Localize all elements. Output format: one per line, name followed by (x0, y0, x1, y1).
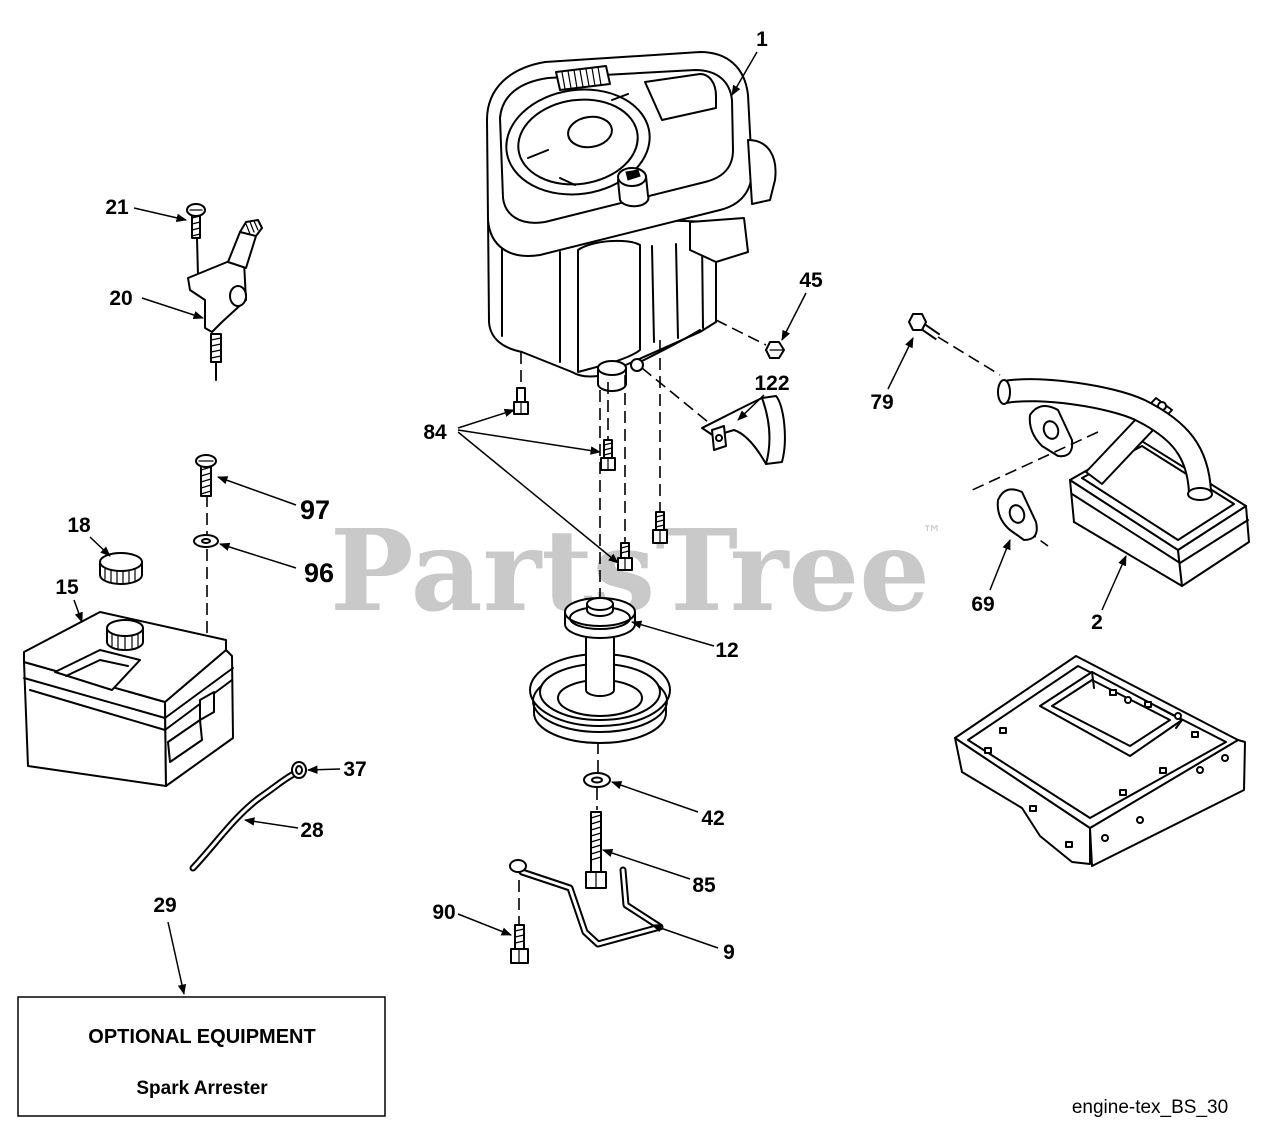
callout-84: 84 (423, 421, 447, 444)
callout-29: 29 (153, 894, 176, 917)
bolt-84b (600, 439, 616, 471)
throttle-control (187, 219, 263, 381)
callout-97: 97 (300, 495, 330, 525)
callout-12: 12 (715, 639, 738, 662)
leader-20 (141, 297, 204, 320)
leader-84c (457, 431, 619, 564)
bolt-84d (617, 542, 633, 571)
bracket-122 (701, 395, 786, 465)
callout-96: 96 (304, 558, 334, 588)
leader-84a (457, 408, 515, 429)
leader-69 (989, 539, 1011, 591)
callout-37: 37 (343, 758, 366, 781)
callout-20: 20 (109, 287, 132, 310)
leader-18 (89, 536, 111, 557)
nut-45 (765, 341, 785, 359)
callout-1: 1 (756, 28, 768, 51)
leader-85 (602, 849, 691, 880)
callout-15: 15 (55, 576, 79, 599)
callout-18: 18 (67, 514, 91, 537)
dashed-nut-45 (715, 319, 767, 346)
optional-equipment-box (17, 996, 386, 1117)
muffler (997, 378, 1250, 587)
callout-69: 69 (971, 593, 994, 616)
leader-122 (737, 394, 765, 421)
leader-84b (457, 429, 602, 455)
leader-90 (457, 913, 512, 936)
leader-97 (217, 476, 297, 506)
engine-mount-plate (954, 655, 1246, 867)
engine (486, 51, 777, 392)
leader-79 (887, 337, 914, 390)
washer-96 (193, 534, 219, 548)
dashed-gasket-upper (967, 431, 1099, 493)
washer-42 (583, 772, 611, 788)
dashed-bracket-122 (641, 367, 709, 423)
callout-122: 122 (754, 372, 789, 395)
callout-42: 42 (701, 807, 724, 830)
watermark-trademark: ™ (922, 521, 942, 545)
leader-29 (167, 921, 187, 996)
gasket-69 (996, 488, 1038, 541)
callout-45: 45 (799, 269, 823, 292)
leader-12 (630, 620, 715, 647)
leader-9 (651, 924, 719, 949)
throttle-screw (186, 203, 206, 239)
leader-21 (133, 207, 188, 222)
leader-28 (243, 817, 299, 829)
leader-15 (73, 599, 83, 623)
leader-45 (781, 292, 807, 341)
leader-42 (611, 781, 699, 813)
dashed-bolt-79-muffler (937, 336, 1001, 376)
callout-28: 28 (300, 819, 324, 842)
diagram-id: engine-tex_BS_30 (1072, 1097, 1228, 1118)
bolt-85 (585, 811, 607, 889)
leader-1 (731, 51, 758, 96)
callout-21: 21 (105, 196, 129, 219)
bolt-79 (908, 313, 941, 341)
screw-97 (195, 454, 217, 497)
bolt-84c (652, 511, 668, 544)
callout-79: 79 (870, 391, 893, 414)
callout-2: 2 (1091, 611, 1103, 634)
optional-equipment-item: Spark Arrester (136, 1078, 268, 1099)
bolt-84a (513, 387, 529, 415)
leader-96 (218, 542, 297, 569)
callout-85: 85 (692, 874, 716, 897)
engine-pulley (529, 597, 671, 744)
bolt-90 (510, 924, 529, 964)
hose-clamp (291, 761, 307, 779)
fuel-cap (99, 552, 143, 585)
belt-guide-9 (509, 859, 664, 948)
callout-9: 9 (723, 941, 735, 964)
fuel-tank (23, 611, 234, 787)
optional-equipment-title: OPTIONAL EQUIPMENT (88, 1026, 315, 1048)
leader-37 (306, 765, 341, 774)
fuel-line (189, 771, 296, 872)
callout-90: 90 (432, 901, 455, 924)
leader-2 (1101, 555, 1127, 611)
